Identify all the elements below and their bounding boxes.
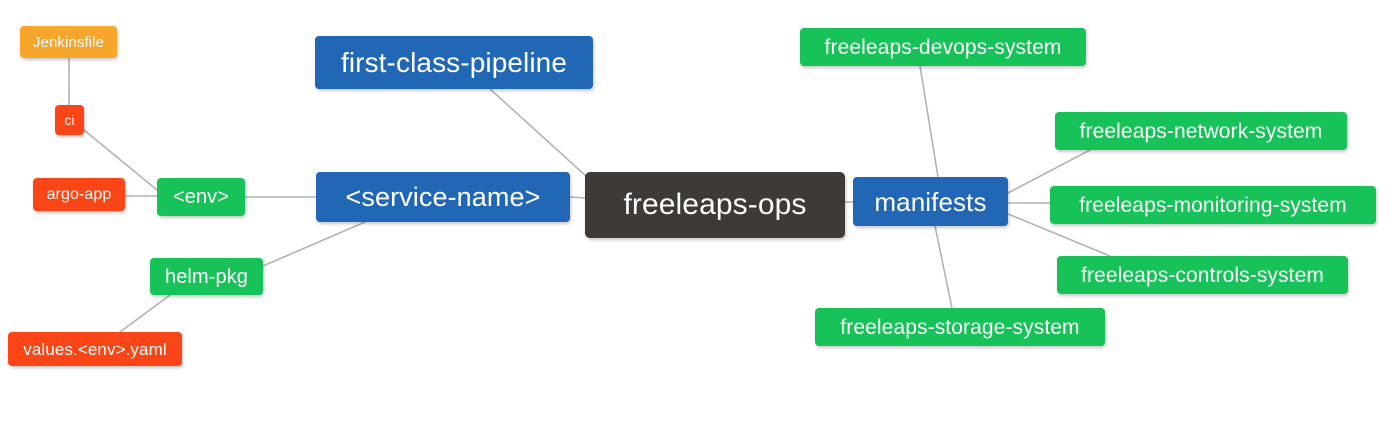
mindmap-node-manifests[interactable]: manifests — [853, 177, 1008, 226]
mindmap-node-env[interactable]: <env> — [157, 178, 245, 216]
mindmap-node-ci[interactable]: ci — [55, 105, 84, 135]
mindmap-node-freeleaps-storage-system[interactable]: freeleaps-storage-system — [815, 308, 1105, 346]
mindmap-node-argo-app[interactable]: argo-app — [33, 178, 125, 211]
edge-freeleaps-ops-to-first-class-pipeline — [489, 88, 587, 177]
edge-helm-pkg-to-values-env-yaml — [119, 294, 171, 333]
mindmap-node-helm-pkg[interactable]: helm-pkg — [150, 258, 263, 295]
edge-service-name-to-helm-pkg — [262, 221, 366, 267]
mindmap-node-service-name[interactable]: <service-name> — [316, 172, 570, 222]
mindmap-node-freeleaps-ops[interactable]: freeleaps-ops — [585, 172, 845, 238]
mindmap-node-freeleaps-devops-system[interactable]: freeleaps-devops-system — [800, 28, 1086, 66]
mindmap-node-jenkinsfile[interactable]: Jenkinsfile — [20, 26, 117, 58]
edge-manifests-to-freeleaps-devops-system — [919, 65, 939, 178]
mindmap-node-freeleaps-controls-system[interactable]: freeleaps-controls-system — [1057, 256, 1348, 294]
mindmap-node-values-env-yaml[interactable]: values.<env>.yaml — [8, 332, 182, 366]
mindmap-node-freeleaps-monitoring-system[interactable]: freeleaps-monitoring-system — [1050, 186, 1376, 224]
mindmap-node-freeleaps-network-system[interactable]: freeleaps-network-system — [1055, 112, 1347, 150]
edge-manifests-to-freeleaps-storage-system — [934, 225, 953, 309]
edge-freeleaps-ops-to-service-name — [569, 196, 586, 199]
mindmap-node-first-class-pipeline[interactable]: first-class-pipeline — [315, 36, 593, 89]
